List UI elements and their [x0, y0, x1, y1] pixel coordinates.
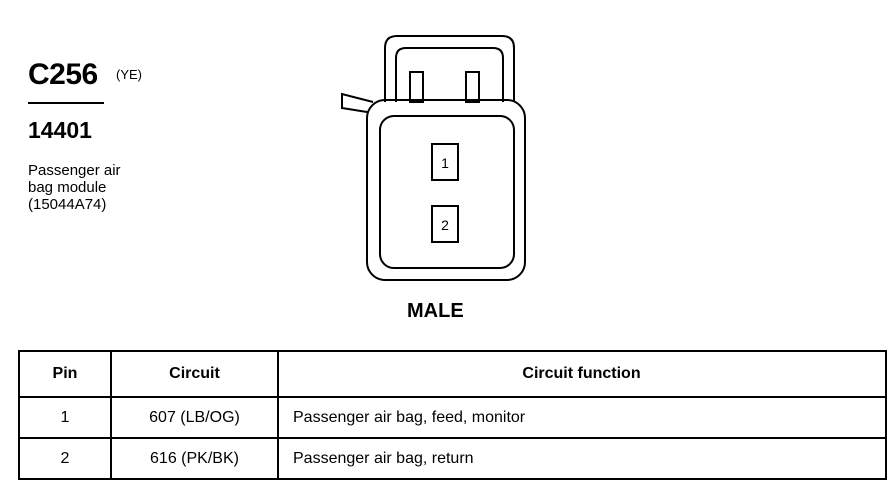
connector-body-inner — [379, 115, 515, 269]
header-circuit-function: Circuit function — [277, 350, 887, 398]
latch-tab-left — [409, 71, 424, 103]
pinout-table: Pin Circuit Circuit function 1 607 (LB/O… — [18, 350, 887, 480]
cell-circuit: 607 (LB/OG) — [110, 396, 279, 439]
connector-color: (YE) — [116, 67, 142, 82]
pin-cavity-2 — [431, 205, 459, 243]
description-line: Passenger air — [28, 162, 121, 179]
header-divider — [28, 102, 104, 104]
cell-function: Passenger air bag, return — [277, 437, 887, 480]
header-pin: Pin — [18, 350, 112, 398]
description-line: bag module — [28, 179, 107, 196]
pin-label-2: 2 — [441, 217, 449, 233]
connector-code: C256 — [28, 58, 98, 91]
connector-face-diagram: 1 2 — [341, 35, 526, 281]
latch-inner — [395, 47, 504, 102]
cell-pin: 2 — [18, 437, 112, 480]
part-number: 14401 — [28, 117, 92, 143]
pin-label-1: 1 — [441, 155, 449, 171]
description-line: (15044A74) — [28, 196, 107, 213]
latch-tab-right — [465, 71, 480, 103]
connector-header: C256 (YE) — [28, 58, 142, 92]
latch-frame — [384, 35, 515, 102]
connector-body-outer — [366, 99, 526, 281]
side-key — [341, 92, 374, 113]
header-circuit: Circuit — [110, 350, 279, 398]
pin-cavity-1 — [431, 143, 459, 181]
cell-pin: 1 — [18, 396, 112, 439]
cell-circuit: 616 (PK/BK) — [110, 437, 279, 480]
connector-gender: MALE — [407, 300, 464, 322]
table-header-row: Pin Circuit Circuit function — [18, 350, 887, 398]
cell-function: Passenger air bag, feed, monitor — [277, 396, 887, 439]
table-row: 2 616 (PK/BK) Passenger air bag, return — [18, 437, 887, 480]
table-row: 1 607 (LB/OG) Passenger air bag, feed, m… — [18, 396, 887, 439]
connector-description: Passenger air bag module (15044A74) — [28, 162, 121, 213]
